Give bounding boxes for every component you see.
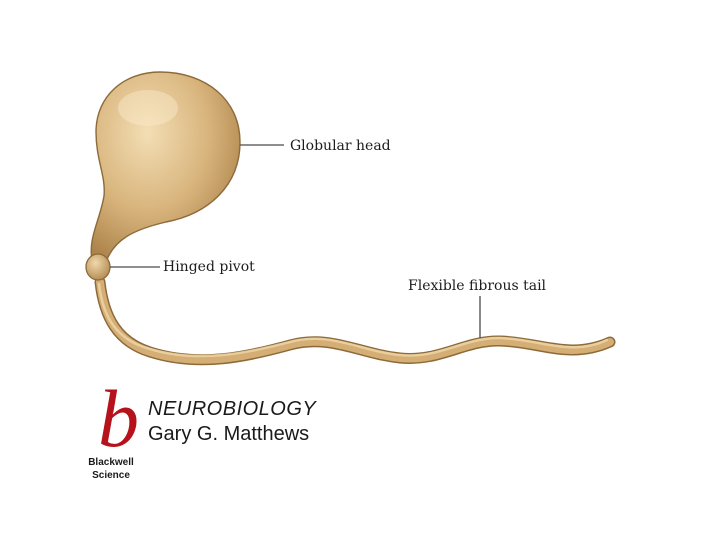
publisher-name-line2: Science xyxy=(92,470,130,481)
head-highlight xyxy=(118,90,178,126)
label-globular-head: Globular head xyxy=(290,138,391,154)
label-flexible-fibrous-tail: Flexible fibrous tail xyxy=(408,278,547,294)
publisher-name-line1: Blackwell xyxy=(88,457,134,468)
book-credit: b Blackwell Science NEUROBIOLOGY Gary G.… xyxy=(80,378,380,492)
globular-head xyxy=(90,71,241,263)
book-author: Gary G. Matthews xyxy=(148,423,310,445)
tail xyxy=(96,278,614,364)
book-title: NEUROBIOLOGY xyxy=(148,398,317,420)
label-hinged-pivot: Hinged pivot xyxy=(163,259,255,275)
tail-highlight xyxy=(97,282,609,358)
hinged-pivot xyxy=(85,253,111,281)
publisher-name: Blackwell Science xyxy=(80,456,142,482)
publisher-logo: b xyxy=(98,373,139,464)
